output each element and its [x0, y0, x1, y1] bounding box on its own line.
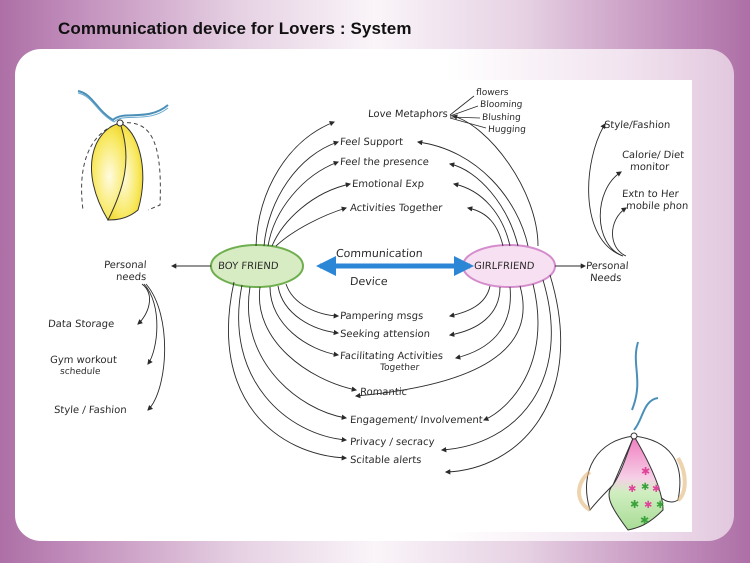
- metaphor-blushing: Blushing: [481, 113, 522, 123]
- boyfriend-personal-connectors: [137, 263, 211, 411]
- bf-need-data-storage: Data Storage: [47, 319, 115, 330]
- feature-seeking-attention: Seeking attension: [339, 329, 431, 340]
- bf-need-gym-workout: Gym workout: [49, 355, 118, 366]
- gf-need-extension-phone: Extn to Her: [621, 189, 680, 200]
- boyfriend-personal-needs-line1: Personal: [103, 260, 147, 271]
- connector-bf-feel-support: [263, 140, 340, 247]
- girlfriend-personal-needs-line1: Personal: [585, 261, 629, 272]
- feature-emotional-exp: Emotional Exp: [351, 179, 425, 190]
- yellow-pendant-illustration: [77, 90, 169, 221]
- connector-bf-emotional-exp: [271, 182, 352, 247]
- bf-need-gym-workout-line2: schedule: [59, 367, 101, 377]
- girlfriend-personal-connectors: [555, 123, 627, 269]
- feature-romantic: Romantic: [359, 387, 408, 398]
- svg-text:✱: ✱: [628, 484, 636, 495]
- svg-text:✱: ✱: [644, 500, 652, 511]
- girlfriend-upper-connectors: [416, 114, 539, 247]
- svg-text:✱: ✱: [630, 499, 639, 511]
- system-diagram: ✱ ✱ ✱ ✱ ✱ ✱ ✱ ✱: [38, 80, 692, 532]
- device-label-line2: Device: [349, 275, 389, 288]
- svg-text:✱: ✱: [652, 484, 660, 495]
- gf-need-extension-phone-line2: mobile phon: [625, 201, 689, 212]
- girlfriend-personal-needs-line2: Needs: [589, 273, 622, 284]
- boyfriend-upper-connectors: [255, 121, 352, 247]
- feature-love-metaphors: Love Metaphors: [367, 109, 449, 120]
- gf-need-style-fashion: Style/Fashion: [603, 120, 671, 131]
- boyfriend-lower-connectors: [228, 281, 358, 461]
- svg-text:✱: ✱: [656, 500, 664, 511]
- feature-privacy: Privacy / secracy: [349, 437, 435, 448]
- girlfriend-label: GIRLFRIEND: [473, 261, 535, 272]
- metaphor-hugging: Hugging: [487, 125, 527, 135]
- feature-pampering-msgs: Pampering msgs: [339, 311, 424, 322]
- feature-feel-presence: Feel the presence: [339, 157, 430, 168]
- boyfriend-label: BOY FRIEND: [217, 261, 279, 272]
- feature-engagement: Engagement/ Involvement: [349, 415, 484, 426]
- bf-need-style-fashion: Style / Fashion: [53, 405, 127, 416]
- svg-text:✱: ✱: [641, 466, 650, 478]
- svg-text:✱: ✱: [640, 515, 649, 527]
- feature-feel-support: Feel Support: [339, 137, 404, 148]
- feature-facilitating-activities: Facilitating Activities: [339, 351, 444, 362]
- love-metaphor-branches: [449, 95, 487, 129]
- connector-bf-feel-presence: [267, 160, 340, 247]
- svg-text:✱: ✱: [641, 482, 649, 493]
- diagram-canvas: ✱ ✱ ✱ ✱ ✱ ✱ ✱ ✱: [77, 90, 687, 531]
- gf-need-calorie-diet-line2: monitor: [629, 162, 670, 173]
- metaphor-blooming: Blooming: [479, 100, 523, 110]
- gf-need-calorie-diet: Calorie/ Diet: [621, 150, 685, 161]
- boyfriend-personal-needs-line2: needs: [115, 272, 147, 283]
- connector-bf-love-metaphors: [255, 121, 336, 247]
- feature-activities-together: Activities Together: [349, 203, 443, 214]
- feature-facilitating-activities-line2: Together: [379, 363, 420, 373]
- pink-green-pendant-illustration: ✱ ✱ ✱ ✱ ✱ ✱ ✱ ✱: [577, 341, 687, 531]
- connector-bf-activities: [275, 206, 348, 247]
- metaphor-flowers: flowers: [475, 88, 509, 98]
- girlfriend-lower-connectors: [354, 274, 561, 475]
- slide-title: Communication device for Lovers : System: [58, 19, 412, 38]
- feature-suitable-alerts: Scitable alerts: [349, 455, 422, 466]
- device-label-line1: Communication: [335, 247, 424, 260]
